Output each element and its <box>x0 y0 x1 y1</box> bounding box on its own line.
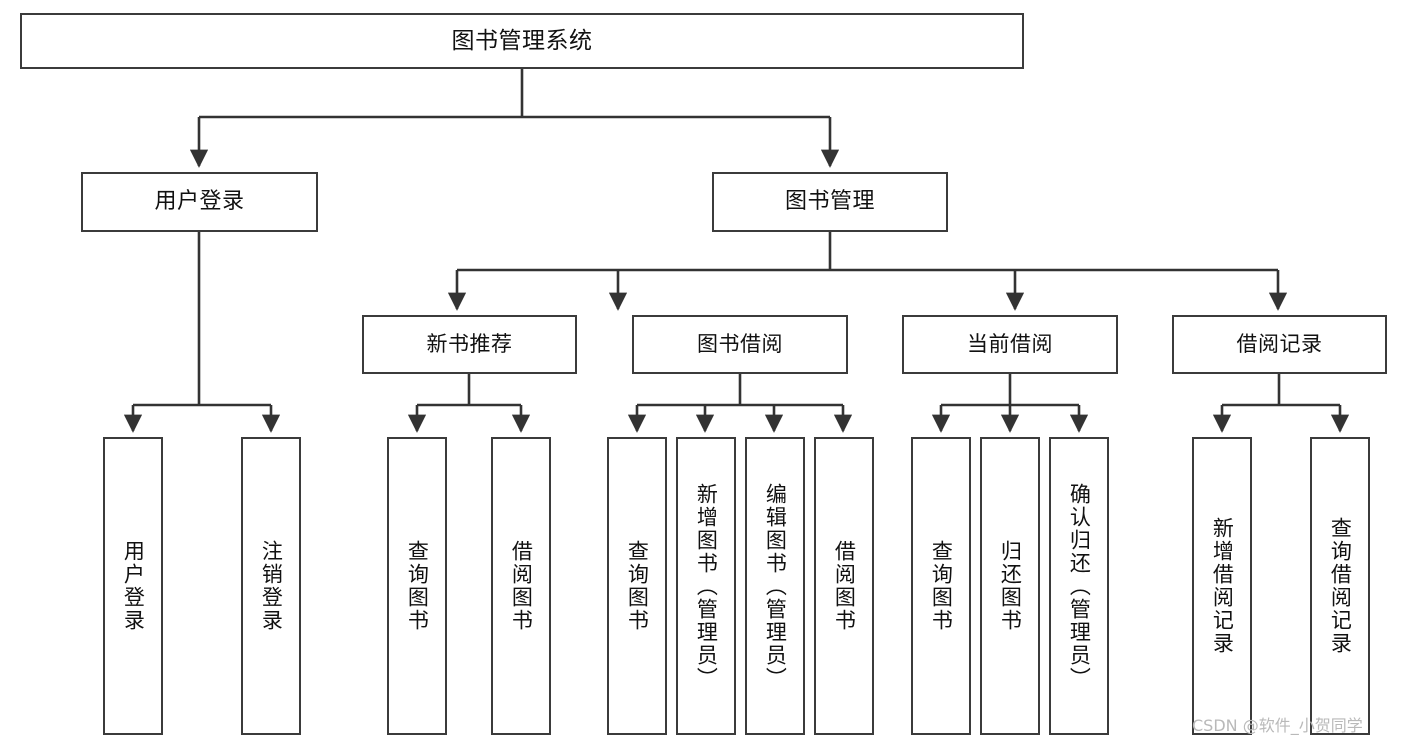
leaf-query-book-current[interactable]: 查询图书 <box>911 437 971 735</box>
node-new-book-recommendation[interactable]: 新书推荐 <box>362 315 577 374</box>
leaf-borrow-book-new[interactable]: 借阅图书 <box>491 437 551 735</box>
node-label: 借阅记录 <box>1236 332 1323 357</box>
leaf-logout[interactable]: 注销登录 <box>241 437 301 735</box>
leaf-label: 注销登录 <box>259 540 284 632</box>
node-label: 新书推荐 <box>426 332 513 357</box>
node-current-borrowing[interactable]: 当前借阅 <box>902 315 1118 374</box>
node-user-login[interactable]: 用户登录 <box>81 172 318 232</box>
leaf-confirm-return-admin[interactable]: 确认归还（管理员） <box>1049 437 1109 735</box>
leaf-label: 编辑图书（管理员） <box>763 482 788 690</box>
node-borrow-records[interactable]: 借阅记录 <box>1172 315 1387 374</box>
leaf-label: 新增图书（管理员） <box>694 482 719 690</box>
leaf-label: 查询图书 <box>929 540 954 632</box>
leaf-add-book-admin[interactable]: 新增图书（管理员） <box>676 437 736 735</box>
leaf-query-book-borrow[interactable]: 查询图书 <box>607 437 667 735</box>
node-label: 当前借阅 <box>967 332 1053 357</box>
node-book-borrowing[interactable]: 图书借阅 <box>632 315 848 374</box>
leaf-label: 查询图书 <box>405 540 430 632</box>
node-label: 图书借阅 <box>697 332 783 357</box>
leaf-add-borrow-record[interactable]: 新增借阅记录 <box>1192 437 1252 735</box>
node-label: 图书管理系统 <box>451 27 593 54</box>
leaf-label: 借阅图书 <box>832 540 857 632</box>
leaf-user-login[interactable]: 用户登录 <box>103 437 163 735</box>
leaf-query-borrow-record[interactable]: 查询借阅记录 <box>1310 437 1370 735</box>
leaf-query-book-new[interactable]: 查询图书 <box>387 437 447 735</box>
node-label: 用户登录 <box>154 189 245 215</box>
leaf-label: 借阅图书 <box>509 540 534 632</box>
leaf-label: 查询借阅记录 <box>1328 517 1353 655</box>
node-label: 图书管理 <box>784 189 875 215</box>
leaf-label: 查询图书 <box>625 540 650 632</box>
csdn-watermark: CSDN @软件_小贺同学 <box>1192 716 1363 735</box>
leaf-borrow-book[interactable]: 借阅图书 <box>814 437 874 735</box>
leaf-label: 用户登录 <box>121 540 146 632</box>
leaf-label: 新增借阅记录 <box>1210 517 1235 655</box>
leaf-label: 归还图书 <box>998 540 1023 632</box>
leaf-edit-book-admin[interactable]: 编辑图书（管理员） <box>745 437 805 735</box>
leaf-return-book[interactable]: 归还图书 <box>980 437 1040 735</box>
leaf-label: 确认归还（管理员） <box>1067 482 1092 690</box>
node-book-management[interactable]: 图书管理 <box>712 172 948 232</box>
node-root-book-management-system[interactable]: 图书管理系统 <box>20 13 1024 69</box>
